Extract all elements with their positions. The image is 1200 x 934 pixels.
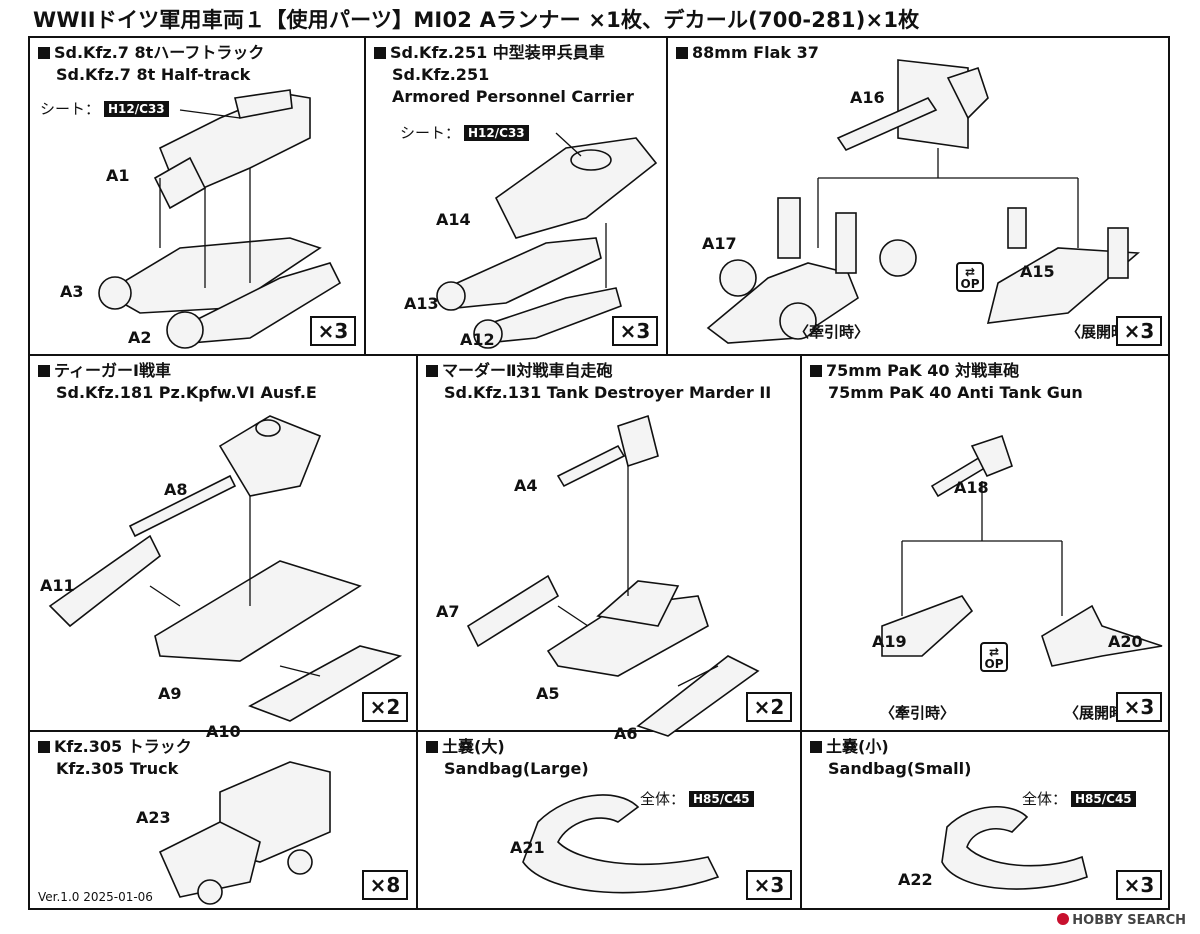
- square-bullet-icon: [426, 741, 438, 753]
- page-title: WWIIドイツ軍用車両１【使用パーツ】MI02 Aランナー ×1枚、デカール(7…: [33, 8, 920, 32]
- panel-title: 土嚢(小) Sandbag(Small): [810, 736, 971, 780]
- flak-illustration: [706, 59, 1141, 344]
- quantity-badge: ×3: [1116, 316, 1162, 346]
- square-bullet-icon: [38, 741, 50, 753]
- part-label: A17: [702, 234, 737, 253]
- panel-subtitle: Sandbag(Large): [444, 759, 589, 778]
- panel-subtitle: Sandbag(Small): [828, 759, 972, 778]
- panel-title: Sd.Kfz.251 中型装甲兵員車 Sd.Kfz.251 Armored Pe…: [374, 42, 634, 108]
- part-label: A1: [106, 166, 130, 185]
- sandbag-small-illustration: [941, 806, 1088, 890]
- seat-note: シート：H12/C33: [40, 98, 169, 119]
- part-label: A5: [536, 684, 560, 703]
- option-icon: ⇄OP: [980, 642, 1008, 672]
- panel-sandbag-small: 土嚢(小) Sandbag(Small) 全体：H85/C45 A22 ×3: [802, 732, 1170, 908]
- part-label: A9: [158, 684, 182, 703]
- panel-title: Kfz.305 トラック Kfz.305 Truck: [38, 736, 192, 780]
- watermark: HOBBY SEARCH: [1057, 913, 1186, 928]
- color-code-badge: H85/C45: [1071, 791, 1136, 807]
- part-label: A13: [404, 294, 439, 313]
- panel-tiger: ティーガーⅠ戦車 Sd.Kfz.181 Pz.Kpfw.VI Ausf.E A8…: [30, 356, 418, 741]
- seat-note: シート：H12/C33: [400, 122, 529, 143]
- part-label: A6: [614, 724, 638, 743]
- square-bullet-icon: [810, 741, 822, 753]
- square-bullet-icon: [426, 365, 438, 377]
- quantity-badge: ×2: [362, 692, 408, 722]
- quantity-badge: ×2: [746, 692, 792, 722]
- version-label: Ver.1.0 2025-01-06: [38, 890, 153, 904]
- part-label: A15: [1020, 262, 1055, 281]
- panel-subtitle: Armored Personnel Carrier: [392, 87, 634, 106]
- part-label: A4: [514, 476, 538, 495]
- all-color-note: 全体：H85/C45: [640, 788, 754, 809]
- panel-pak40: 75mm PaK 40 対戦車砲 75mm PaK 40 Anti Tank G…: [802, 356, 1170, 732]
- panel-subtitle: Sd.Kfz.131 Tank Destroyer Marder II: [444, 383, 772, 402]
- panel-flak37: 88mm Flak 37 A16 A17 A15 〈牽引時〉 〈展開時〉 ⇄OP…: [668, 38, 1170, 356]
- part-label: A12: [460, 330, 495, 349]
- square-bullet-icon: [676, 47, 688, 59]
- truck-illustration: [158, 761, 331, 905]
- panel-title: ティーガーⅠ戦車 Sd.Kfz.181 Pz.Kpfw.VI Ausf.E: [38, 360, 317, 404]
- quantity-badge: ×3: [1116, 870, 1162, 900]
- panel-title: 88mm Flak 37: [676, 42, 819, 64]
- sandbag-large-illustration: [522, 794, 720, 894]
- color-code-badge: H12/C33: [104, 101, 169, 117]
- part-label: A2: [128, 328, 152, 347]
- panel-sandbag-large: 土嚢(大) Sandbag(Large) 全体：H85/C45 A21 ×3: [418, 732, 802, 908]
- hobbysearch-logo-icon: [1057, 913, 1070, 925]
- color-code-badge: H85/C45: [689, 791, 754, 807]
- part-label: A11: [40, 576, 75, 595]
- halftrack-illustration: [98, 89, 342, 349]
- part-label: A23: [136, 808, 171, 827]
- marder-illustration: [466, 414, 760, 737]
- quantity-badge: ×3: [612, 316, 658, 346]
- part-label: A8: [164, 480, 188, 499]
- quantity-badge: ×8: [362, 870, 408, 900]
- panel-sdkfz251: Sd.Kfz.251 中型装甲兵員車 Sd.Kfz.251 Armored Pe…: [366, 38, 668, 356]
- panel-marder2: マーダーⅡ対戦車自走砲 Sd.Kfz.131 Tank Destroyer Ma…: [418, 356, 802, 743]
- panel-title: 土嚢(大) Sandbag(Large): [426, 736, 589, 780]
- panel-sdkfz7: Sd.Kfz.7 8tハーフトラック Sd.Kfz.7 8t Half-trac…: [30, 38, 366, 356]
- panel-subtitle: 75mm PaK 40 Anti Tank Gun: [828, 383, 1083, 402]
- panel-title: Sd.Kfz.7 8tハーフトラック Sd.Kfz.7 8t Half-trac…: [38, 42, 264, 86]
- pak40-illustration: [881, 434, 1163, 667]
- part-label: A19: [872, 632, 907, 651]
- quantity-badge: ×3: [1116, 692, 1162, 722]
- quantity-badge: ×3: [746, 870, 792, 900]
- part-label: A21: [510, 838, 545, 857]
- color-code-badge: H12/C33: [464, 125, 529, 141]
- square-bullet-icon: [810, 365, 822, 377]
- part-label: A16: [850, 88, 885, 107]
- towed-mode-label: 〈牽引時〉: [880, 704, 956, 722]
- panel-subtitle: Sd.Kfz.7 8t Half-track: [56, 65, 251, 84]
- part-label: A22: [898, 870, 933, 889]
- quantity-badge: ×3: [310, 316, 356, 346]
- part-label: A20: [1108, 632, 1143, 651]
- part-label: A7: [436, 602, 460, 621]
- square-bullet-icon: [38, 365, 50, 377]
- tiger-illustration: [48, 415, 403, 722]
- panel-subtitle: Kfz.305 Truck: [56, 759, 179, 778]
- option-icon: ⇄OP: [956, 262, 984, 292]
- square-bullet-icon: [38, 47, 50, 59]
- square-bullet-icon: [374, 47, 386, 59]
- all-color-note: 全体：H85/C45: [1022, 788, 1136, 809]
- instruction-frame: Sd.Kfz.7 8tハーフトラック Sd.Kfz.7 8t Half-trac…: [28, 36, 1170, 910]
- towed-mode-label: 〈牽引時〉: [794, 323, 870, 341]
- part-label: A3: [60, 282, 84, 301]
- apc-illustration: [436, 132, 658, 349]
- panel-kfz305: Kfz.305 トラック Kfz.305 Truck A23 ×8: [30, 732, 418, 908]
- part-label: A18: [954, 478, 989, 497]
- part-label: A10: [206, 722, 241, 741]
- panel-subtitle: Sd.Kfz.181 Pz.Kpfw.VI Ausf.E: [56, 383, 317, 402]
- panel-subtitle: Sd.Kfz.251: [392, 65, 490, 84]
- panel-title: 75mm PaK 40 対戦車砲 75mm PaK 40 Anti Tank G…: [810, 360, 1083, 404]
- part-label: A14: [436, 210, 471, 229]
- panel-title: マーダーⅡ対戦車自走砲 Sd.Kfz.131 Tank Destroyer Ma…: [426, 360, 771, 404]
